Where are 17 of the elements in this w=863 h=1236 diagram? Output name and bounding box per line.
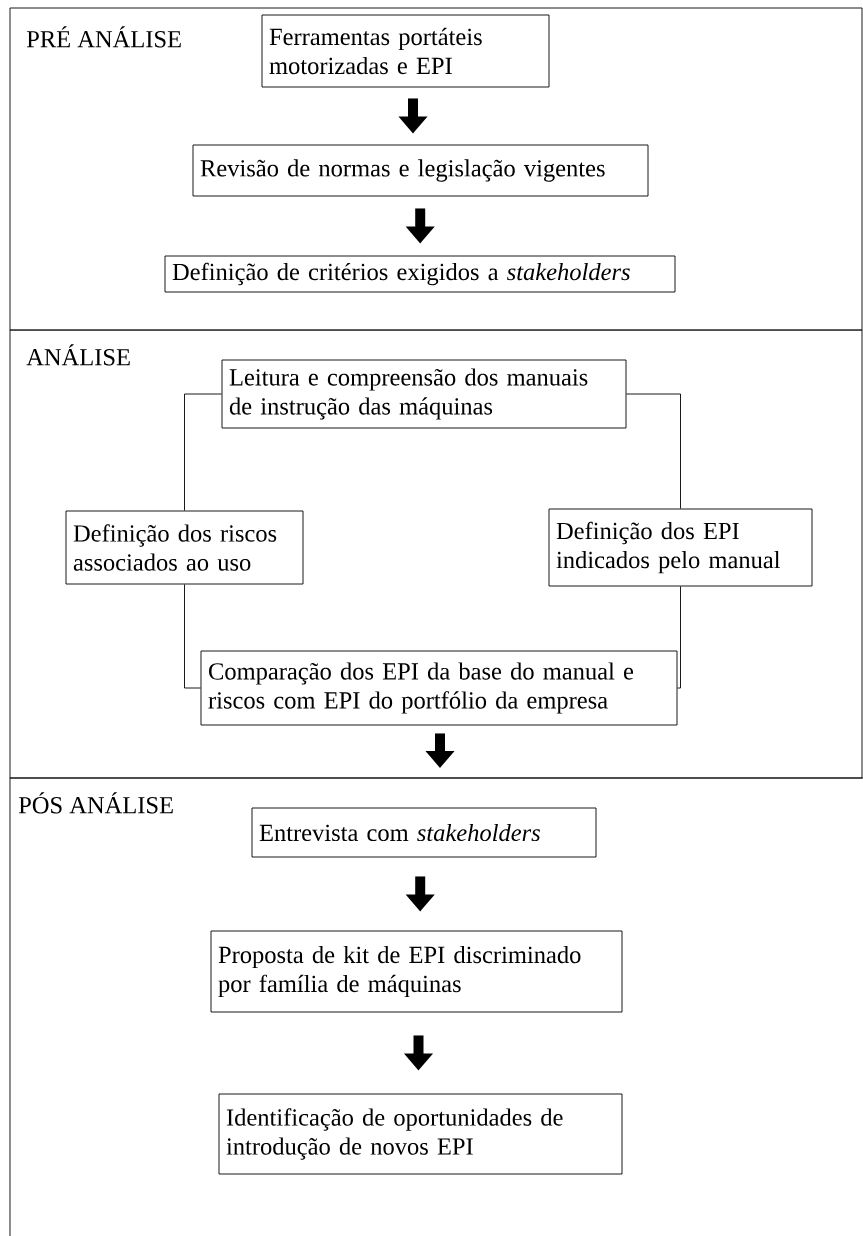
process-box: Definição de critérios exigidos a stakeholders <box>164 255 676 293</box>
process-box: Revisão de normas e legislação vigentes <box>192 144 649 197</box>
process-box: Definição dos EPI indicados pelo manual <box>548 508 813 587</box>
process-box: Ferramentas portáteis motorizadas e EPI <box>261 14 550 88</box>
section-heading: PÓS ANÁLISE <box>18 792 173 814</box>
section-heading: ANÁLISE <box>26 344 130 366</box>
connector-line <box>184 393 222 511</box>
connector-line <box>626 393 681 509</box>
process-box: Entrevista com stakeholders <box>251 807 597 858</box>
connector-line <box>677 586 681 689</box>
connector-line <box>184 584 201 689</box>
process-box: Identificação de oportunidades de introdução de novos EPI <box>218 1093 623 1175</box>
process-box: Comparação dos EPI da base do manual e riscos com EPI do portfólio da empresa <box>200 650 678 726</box>
process-box: Leitura e compreensão dos manuais de instrução das máquinas <box>221 359 627 429</box>
section-heading: PRÉ ANÁLISE <box>26 26 181 48</box>
process-box: Proposta de kit de EPI discriminado por família de máquinas <box>210 930 623 1013</box>
process-box: Definição dos riscos associados ao uso <box>65 510 304 585</box>
